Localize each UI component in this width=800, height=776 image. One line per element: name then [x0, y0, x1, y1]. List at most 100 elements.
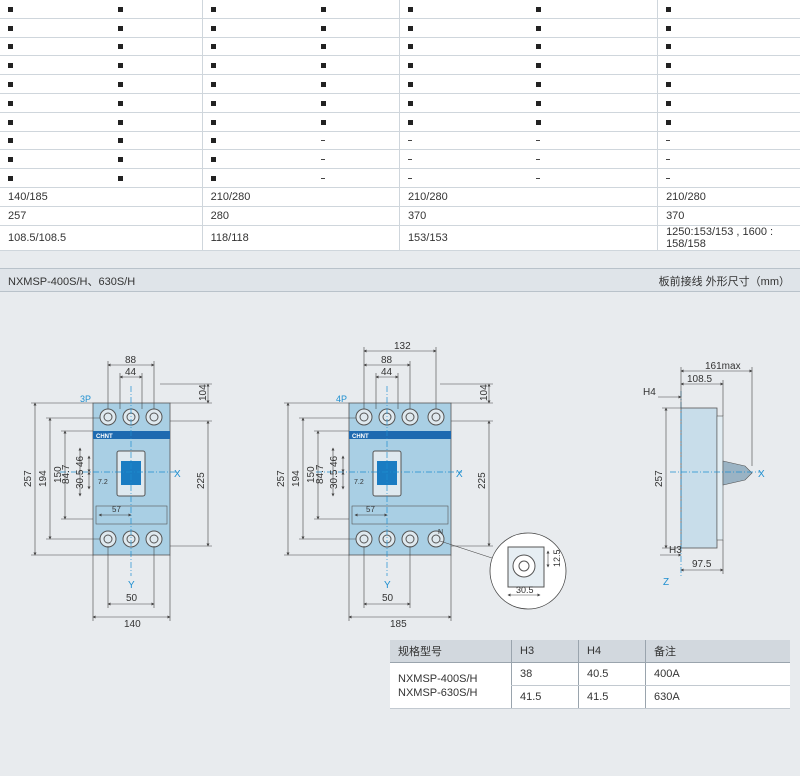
dim-194-3p: 194 [38, 470, 49, 487]
square-mark [407, 63, 413, 69]
front-view-3p: 3P CHNT X Y [23, 355, 212, 630]
dim-44-3p: 44 [125, 367, 137, 378]
dim-88-4p: 88 [381, 355, 393, 366]
square-mark [117, 63, 123, 69]
bottom-terminals-4p [355, 530, 445, 548]
matrix-row [0, 112, 800, 132]
matrix-row [0, 0, 800, 19]
matrix-row [0, 168, 800, 188]
dim-12-5-detail: 12.5 [552, 549, 562, 567]
dim-185-4p: 185 [390, 619, 407, 630]
square-mark [535, 6, 541, 12]
pole-label-3p: 3P [80, 394, 91, 404]
dim-225-3p: 225 [196, 472, 207, 489]
section-dimension-label: 板前接线 外形尺寸（mm） [658, 276, 790, 288]
dimension-cell: 257 [0, 206, 203, 226]
axis-y-4p: Y [384, 580, 391, 591]
dimension-cell: 153/153 [398, 225, 658, 251]
square-mark [320, 63, 326, 69]
dash-mark [666, 158, 671, 160]
bottom-terminals-3p [99, 530, 163, 548]
h4-cell: 40.5 [578, 662, 646, 686]
dim-46-4p: 46 [329, 455, 340, 467]
square-mark [8, 82, 13, 88]
dim-7-2-3p: 7.2 [98, 479, 108, 486]
square-mark [8, 100, 13, 106]
label-h4-side: H4 [643, 387, 656, 398]
square-mark [210, 100, 216, 106]
dim-50-4p: 50 [382, 593, 394, 604]
square-mark [320, 82, 326, 88]
dash-mark [535, 177, 540, 179]
square-mark [320, 6, 326, 12]
dimension-cell: 1250:153/153 , 1600 : 158/158 [657, 225, 800, 251]
side-handle [722, 460, 753, 486]
matrix-row [0, 74, 800, 94]
dash-mark [407, 158, 412, 160]
front-view-4p: 4P CHNT N X Y [276, 341, 567, 630]
square-mark [210, 176, 216, 182]
square-mark [666, 25, 672, 31]
spec-row: NXMSP-400S/H NXMSP-630S/H 38 40.5 400A [390, 662, 790, 709]
handle-4p [377, 461, 397, 485]
axis-x-4p: X [456, 469, 463, 480]
square-mark [210, 63, 216, 69]
h3-cell: 41.5 [511, 685, 579, 709]
dim-132-4p: 132 [394, 341, 411, 352]
section-title: NXMSP-400S/H、630S/H [8, 276, 136, 288]
square-mark [117, 25, 123, 31]
dim-7-2-4p: 7.2 [354, 479, 364, 486]
square-mark [666, 119, 672, 125]
square-mark [535, 63, 541, 69]
square-mark [407, 100, 413, 106]
square-mark [666, 100, 672, 106]
section-header: NXMSP-400S/H、630S/H 板前接线 外形尺寸（mm） [0, 268, 800, 292]
square-mark [8, 44, 13, 50]
square-mark [407, 44, 413, 50]
matrix-row [0, 93, 800, 113]
dimension-drawing: 3P CHNT X Y [23, 341, 765, 630]
dash-mark [320, 177, 325, 179]
square-mark [117, 157, 123, 163]
dim-140-3p: 140 [124, 619, 141, 630]
axis-z-side: Z [663, 577, 669, 588]
dim-30-5-detail: 30.5 [516, 585, 534, 595]
dim-57-3p: 57 [112, 505, 121, 514]
note-cell: 630A [645, 685, 790, 709]
header-h3: H3 [511, 640, 579, 663]
square-mark [117, 119, 123, 125]
dim-104-4p: 104 [479, 384, 490, 401]
neutral-label-4p: N [438, 529, 443, 536]
square-mark [8, 176, 13, 182]
square-mark [320, 119, 326, 125]
dimension-cell: 108.5/108.5 [0, 225, 203, 251]
square-mark [666, 82, 672, 88]
h4-cell: 41.5 [578, 685, 646, 709]
matrix-row [0, 55, 800, 76]
side-view: X Z 161max 108.5 H4 257 H3 97.5 [643, 361, 765, 588]
axis-y-3p: Y [128, 580, 135, 591]
header-model: 规格型号 [390, 640, 512, 663]
square-mark [210, 119, 216, 125]
dim-84-7-4p: 84.7 [315, 464, 326, 484]
square-mark [210, 157, 216, 163]
dimension-cell: 280 [201, 206, 400, 226]
terminal-detail-view: 30.5 12.5 [489, 532, 567, 610]
dash-mark [535, 158, 540, 160]
square-mark [320, 25, 326, 31]
dim-30-5-3p: 30.5 [75, 469, 86, 489]
dimension-cell: 210/280 [657, 187, 800, 207]
h3-cell: 38 [511, 662, 579, 686]
dim-257-side: 257 [654, 470, 665, 487]
handle-3p [121, 461, 141, 485]
model-name: NXMSP-630S/H [398, 686, 478, 699]
square-mark [8, 6, 13, 12]
matrix-row [0, 18, 800, 38]
model-name: NXMSP-400S/H [398, 672, 478, 685]
square-mark [117, 6, 123, 12]
square-mark [117, 82, 123, 88]
dimension-cell: 210/280 [201, 187, 400, 207]
